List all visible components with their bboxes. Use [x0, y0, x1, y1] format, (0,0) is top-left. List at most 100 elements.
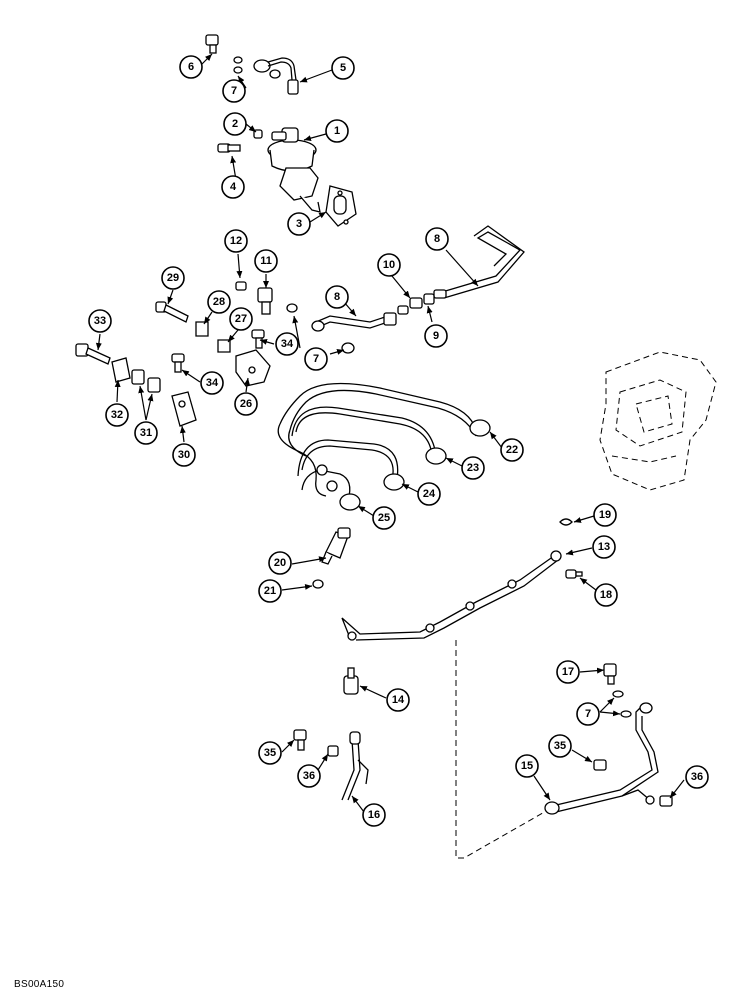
svg-text:21: 21 — [264, 585, 276, 597]
callout-10: 10 — [377, 253, 401, 277]
part-injector-20 — [321, 527, 351, 565]
callout-8-upper: 8 — [425, 227, 449, 251]
svg-text:32: 32 — [111, 409, 123, 421]
part-bolt-4 — [217, 143, 241, 153]
part-banjo-bolt — [205, 34, 219, 54]
svg-text:18: 18 — [600, 589, 612, 601]
callout-20: 20 — [268, 551, 292, 575]
svg-text:29: 29 — [167, 272, 179, 284]
callout-7: 7 — [222, 79, 246, 103]
part-return-line-15 — [544, 702, 659, 815]
svg-text:35: 35 — [264, 747, 276, 759]
callout-9: 9 — [424, 324, 448, 348]
svg-text:7: 7 — [313, 353, 319, 365]
callout-4: 4 — [221, 175, 245, 199]
part-washers-top — [233, 56, 243, 74]
svg-text:24: 24 — [423, 488, 436, 500]
part-injector-lines — [277, 382, 491, 511]
part-gasket-3 — [325, 185, 357, 227]
callout-26: 26 — [234, 392, 258, 416]
svg-text:20: 20 — [274, 557, 286, 569]
callout-3: 3 — [287, 212, 311, 236]
callout-28: 28 — [207, 290, 231, 314]
part-leakoff-line-13 — [341, 550, 562, 641]
svg-text:27: 27 — [235, 313, 247, 325]
callout-14: 14 — [386, 688, 410, 712]
svg-text:28: 28 — [213, 296, 225, 308]
callout-2: 2 — [223, 112, 247, 136]
part-bracket-26 — [235, 349, 271, 387]
part-bolt-35-right — [593, 759, 607, 771]
svg-text:26: 26 — [240, 398, 252, 410]
svg-text:36: 36 — [691, 771, 703, 783]
svg-text:15: 15 — [521, 760, 533, 772]
callout-1: 1 — [325, 119, 349, 143]
callout-11: 11 — [254, 249, 278, 273]
svg-text:19: 19 — [599, 509, 611, 521]
svg-text:8: 8 — [334, 291, 340, 303]
part-bolt-35-left — [293, 729, 307, 751]
part-bolt-18 — [565, 569, 583, 579]
part-bolt-34-lower — [171, 353, 185, 373]
callout-36-left: 36 — [297, 764, 321, 788]
part-engine-silhouette — [599, 351, 717, 491]
callout-30: 30 — [172, 443, 196, 467]
svg-text:2: 2 — [232, 118, 238, 130]
callout-34-lower: 34 — [200, 371, 224, 395]
part-tee-14 — [343, 667, 359, 695]
callout-22: 22 — [500, 438, 524, 462]
callout-15: 15 — [515, 754, 539, 778]
part-drawings — [75, 34, 717, 859]
svg-text:8: 8 — [434, 233, 440, 245]
callout-13: 13 — [592, 535, 616, 559]
callout-35-left: 35 — [258, 741, 282, 765]
callout-7-mid: 7 — [304, 347, 328, 371]
part-bolt-34-upper — [251, 329, 265, 349]
part-washers-mid — [286, 303, 355, 354]
callout-12: 12 — [224, 229, 248, 253]
part-clip-19 — [559, 518, 573, 526]
svg-text:34: 34 — [281, 338, 294, 350]
svg-text:11: 11 — [260, 255, 272, 267]
svg-text:14: 14 — [392, 694, 405, 706]
callout-5: 5 — [331, 56, 355, 80]
svg-text:3: 3 — [296, 218, 302, 230]
callout-25: 25 — [372, 506, 396, 530]
svg-text:10: 10 — [383, 259, 395, 271]
callout-32: 32 — [105, 403, 129, 427]
callout-21: 21 — [258, 579, 282, 603]
svg-text:35: 35 — [554, 740, 566, 752]
svg-text:34: 34 — [206, 377, 219, 389]
callout-8-lower: 8 — [325, 285, 349, 309]
part-bolt-33 — [75, 343, 111, 365]
part-fuel-line-5 — [253, 57, 299, 95]
callout-36-right: 36 — [685, 765, 709, 789]
callout-33: 33 — [88, 309, 112, 333]
part-fitting-10-nuts-9 — [397, 293, 435, 315]
svg-text:25: 25 — [378, 512, 390, 524]
part-clip-27 — [217, 339, 231, 353]
svg-text:16: 16 — [368, 809, 380, 821]
callout-19: 19 — [593, 503, 617, 527]
part-bolt-11 — [257, 287, 273, 315]
part-washers-lower — [612, 690, 632, 718]
part-nut-36-right — [659, 795, 673, 807]
callout-7-lower: 7 — [576, 702, 600, 726]
callout-17: 17 — [556, 660, 580, 684]
leader-lines — [95, 53, 685, 813]
svg-text:4: 4 — [230, 181, 237, 193]
callout-18: 18 — [594, 583, 618, 607]
callout-34-upper: 34 — [275, 332, 299, 356]
svg-text:23: 23 — [467, 462, 479, 474]
part-bracket-30 — [171, 391, 197, 427]
svg-text:31: 31 — [140, 427, 152, 439]
part-fuel-line-8-left — [311, 312, 397, 332]
callout-31: 31 — [134, 421, 158, 445]
part-bolt-29 — [155, 301, 189, 323]
svg-text:13: 13 — [598, 541, 610, 553]
part-clips-31 — [131, 369, 161, 393]
part-fuel-line-8-right — [433, 225, 525, 299]
svg-text:6: 6 — [188, 61, 194, 73]
part-seal-21 — [312, 579, 324, 589]
